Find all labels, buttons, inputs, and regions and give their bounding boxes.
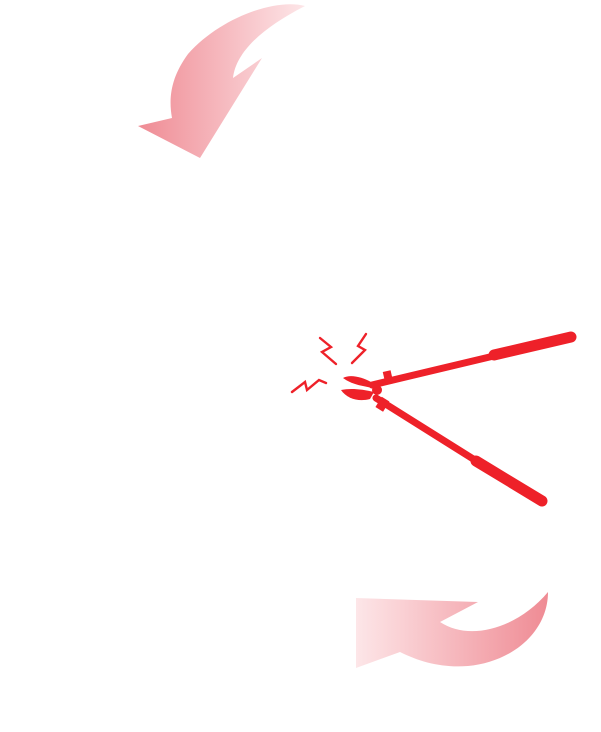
spark-left [318,336,338,366]
spark-right [350,332,368,365]
lopper-lower-arm [372,394,482,466]
lopper-blade [343,376,376,389]
lopper-shears-icon [341,331,577,507]
curved-arrow-left-icon [356,592,548,668]
lopper-lower-collar [375,396,390,412]
spark-bottom [290,378,328,394]
lopper-upper-arm [368,351,502,389]
curved-arrow-down-icon [138,4,305,158]
lopper-upper-grip [488,331,577,361]
lopper-upper-collar [382,370,394,384]
lopper-anvil [341,388,374,401]
snap-spark-icon [290,332,368,394]
lopper-lower-grip [470,455,548,507]
